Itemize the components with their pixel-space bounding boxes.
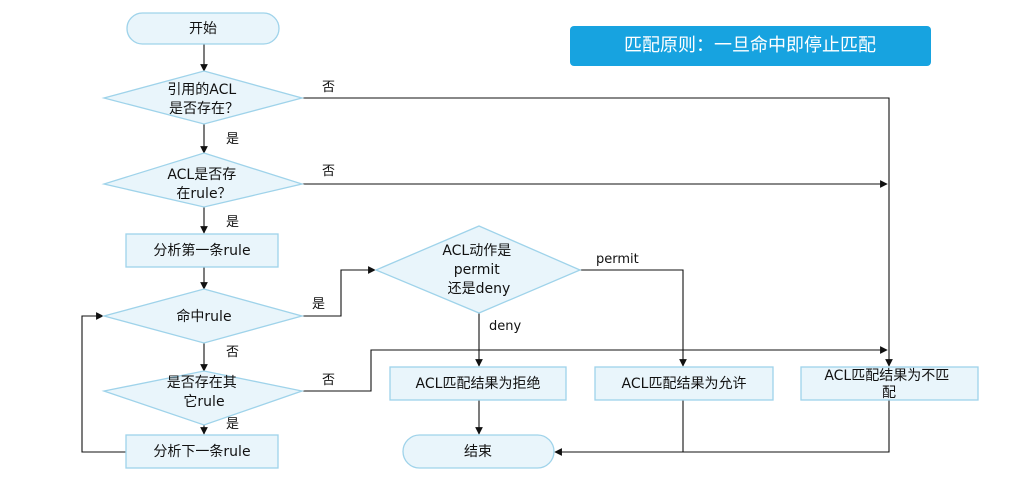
svg-text:是否存在其 它rule: 是否存在其 它rule	[167, 375, 241, 410]
label-has-rule-no: 否	[322, 164, 335, 179]
node-other-rule-line-1: 是否存在其	[167, 375, 237, 391]
label-permit: permit	[596, 252, 639, 267]
svg-text:ACL动作是 permit 还是de: ACL动作是 permit 还是deny	[442, 243, 515, 297]
svg-text:ACL匹配结果为拒绝: ACL匹配结果为拒绝	[416, 376, 541, 392]
svg-text:ACL是否存 在rule？: ACL是否存 在rule？	[167, 167, 240, 202]
label-other-rule-no: 否	[322, 373, 335, 388]
node-has-rule: ACL是否存 在rule？	[101, 152, 305, 208]
node-result-nomatch-line-1: ACL匹配结果为不匹	[824, 368, 949, 384]
node-other-rule-line-2: 它rule	[183, 393, 224, 410]
node-result-permit: ACL匹配结果为允许	[594, 366, 774, 401]
node-hit-rule-text: 命中rule	[176, 308, 231, 325]
matching-principle-banner: 匹配原则：一旦命中即停止匹配	[570, 26, 931, 66]
node-analyze-first: 分析第一条rule	[125, 233, 279, 268]
banner-text: 匹配原则：一旦命中即停止匹配	[624, 35, 876, 56]
node-start-text: 开始	[189, 21, 217, 37]
edge-other-rule-no	[302, 346, 888, 392]
node-acl-action-line-2: permit	[454, 262, 501, 278]
label-hit-rule-no: 否	[226, 345, 239, 360]
svg-text:ACL匹配结果为允许: ACL匹配结果为允许	[622, 376, 747, 392]
node-has-rule-line-1: ACL是否存	[167, 167, 236, 183]
node-result-nomatch: ACL匹配结果为不匹 配	[800, 366, 979, 401]
edges	[81, 44, 893, 456]
edge-nomatch-to-end	[554, 400, 890, 456]
node-acl-action: ACL动作是 permit 还是deny	[374, 225, 582, 314]
edge-hit-rule-yes	[302, 266, 376, 317]
label-has-rule-yes: 是	[226, 215, 239, 230]
label-other-rule-yes: 是	[226, 417, 239, 432]
node-result-deny-text: ACL匹配结果为拒绝	[416, 376, 541, 392]
node-acl-exists-line-1: 引用的ACL	[167, 82, 236, 98]
label-acl-exists-yes: 是	[226, 132, 239, 147]
node-analyze-next-text: 分析下一条rule	[153, 443, 250, 460]
label-acl-exists-no: 否	[322, 80, 335, 95]
node-acl-exists: 引用的ACL 是否存在？	[101, 70, 305, 125]
node-acl-action-line-1: ACL动作是	[442, 243, 511, 259]
node-end: 结束	[402, 434, 555, 469]
edge-action-permit	[580, 269, 687, 367]
svg-text:结束: 结束	[464, 444, 492, 460]
svg-text:分析下一条rule: 分析下一条rule	[153, 443, 250, 460]
svg-text:分析第一条rule: 分析第一条rule	[153, 242, 250, 259]
node-end-text: 结束	[464, 444, 492, 460]
node-analyze-first-text: 分析第一条rule	[153, 242, 250, 259]
edge-acl-exists-no	[302, 97, 893, 367]
edge-labels: 否 是 否 是 是 否 否 是 permit deny	[226, 80, 639, 432]
node-hit-rule: 命中rule	[101, 288, 305, 344]
node-result-permit-text: ACL匹配结果为允许	[622, 376, 747, 392]
svg-text:ACL匹配结果为不匹 配: ACL匹配结果为不匹 配	[824, 368, 953, 401]
label-hit-rule-yes: 是	[312, 297, 325, 312]
node-result-deny: ACL匹配结果为拒绝	[389, 366, 567, 401]
node-analyze-next: 分析下一条rule	[125, 434, 279, 469]
label-deny: deny	[489, 319, 521, 334]
node-result-nomatch-line-2: 配	[882, 385, 896, 401]
node-acl-action-line-3: 还是deny	[448, 281, 511, 297]
svg-text:命中rule: 命中rule	[176, 308, 231, 325]
svg-text:引用的ACL 是否存在？: 引用的ACL 是否存在？	[167, 82, 240, 117]
node-start: 开始	[126, 12, 280, 45]
edge-loop-back	[81, 312, 126, 453]
svg-text:开始: 开始	[189, 21, 217, 37]
node-has-rule-line-2: 在rule？	[176, 186, 231, 202]
node-other-rule: 是否存在其 它rule	[101, 370, 305, 426]
node-acl-exists-line-2: 是否存在？	[169, 101, 239, 117]
